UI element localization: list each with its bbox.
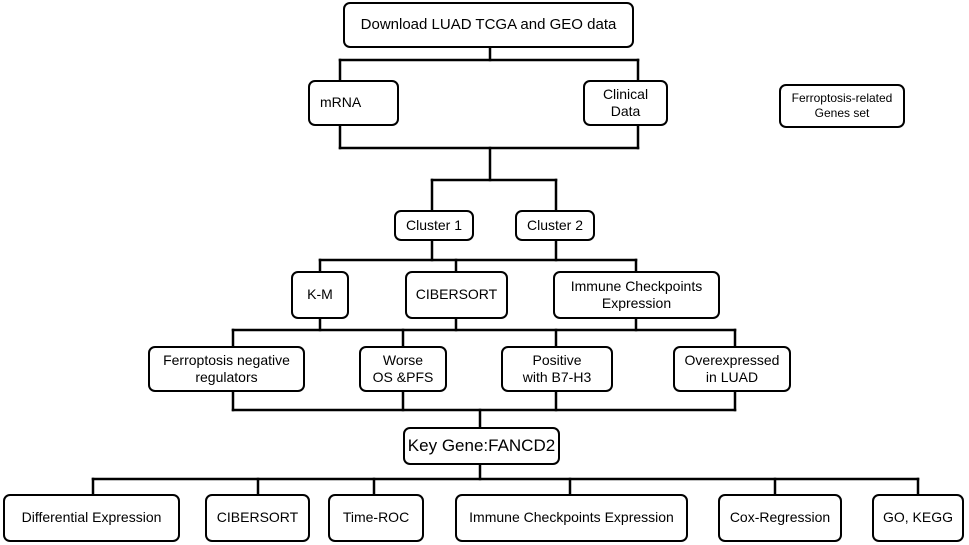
ferroptosis-negative-label: Ferroptosis negative regulators <box>163 351 290 386</box>
overexpressed-label: Overexpressed in LUAD <box>684 351 780 386</box>
immune-checkpoints-label-top: Immune Checkpoints Expression <box>570 277 703 312</box>
ferroptosis-genes-label: Ferroptosis-related Genes set <box>791 91 893 120</box>
download-data-label: Download LUAD TCGA and GEO data <box>360 15 617 33</box>
worse-os-pfs-box: Worse OS &PFS <box>359 346 447 392</box>
positive-b7h3-box: Positive with B7-H3 <box>501 346 613 392</box>
immune-checkpoints-box-bottom: Immune Checkpoints Expression <box>455 494 688 542</box>
cibersort-box-bottom: CIBERSORT <box>205 494 310 542</box>
time-roc-box: Time-ROC <box>328 494 424 542</box>
km-box: K-M <box>291 271 349 319</box>
ferroptosis-genes-box: Ferroptosis-related Genes set <box>779 84 905 128</box>
go-kegg-box: GO, KEGG <box>872 494 964 542</box>
ferroptosis-negative-box: Ferroptosis negative regulators <box>148 346 305 392</box>
immune-checkpoints-label-bottom: Immune Checkpoints Expression <box>469 509 674 526</box>
clinical-data-label: Clinical Data <box>602 85 649 120</box>
immune-checkpoints-box-top: Immune Checkpoints Expression <box>553 271 720 319</box>
worse-os-pfs-label: Worse OS &PFS <box>372 351 434 386</box>
mrna-box: mRNA <box>308 80 399 126</box>
cluster-1-box: Cluster 1 <box>394 210 474 241</box>
overexpressed-box: Overexpressed in LUAD <box>673 346 791 392</box>
differential-expression-box: Differential Expression <box>3 494 180 542</box>
download-data-box: Download LUAD TCGA and GEO data <box>343 2 634 48</box>
cox-regression-label: Cox-Regression <box>729 509 831 526</box>
go-kegg-label: GO, KEGG <box>882 509 953 526</box>
cibersort-label-top: CIBERSORT <box>415 286 498 303</box>
cluster-1-label: Cluster 1 <box>405 216 463 233</box>
mrna-label: mRNA <box>320 94 362 111</box>
cibersort-label-bottom: CIBERSORT <box>216 509 299 526</box>
positive-b7h3-label: Positive with B7-H3 <box>522 351 592 386</box>
cibersort-box-top: CIBERSORT <box>405 271 508 319</box>
differential-expression-label: Differential Expression <box>21 509 162 526</box>
cox-regression-box: Cox-Regression <box>718 494 842 542</box>
time-roc-label: Time-ROC <box>342 509 410 526</box>
clinical-data-box: Clinical Data <box>583 80 668 126</box>
cluster-2-label: Cluster 2 <box>526 216 584 233</box>
key-gene-box: Key Gene:FANCD2 <box>403 427 560 465</box>
key-gene-label: Key Gene:FANCD2 <box>407 436 556 456</box>
km-label: K-M <box>307 286 333 303</box>
cluster-2-box: Cluster 2 <box>515 210 595 241</box>
